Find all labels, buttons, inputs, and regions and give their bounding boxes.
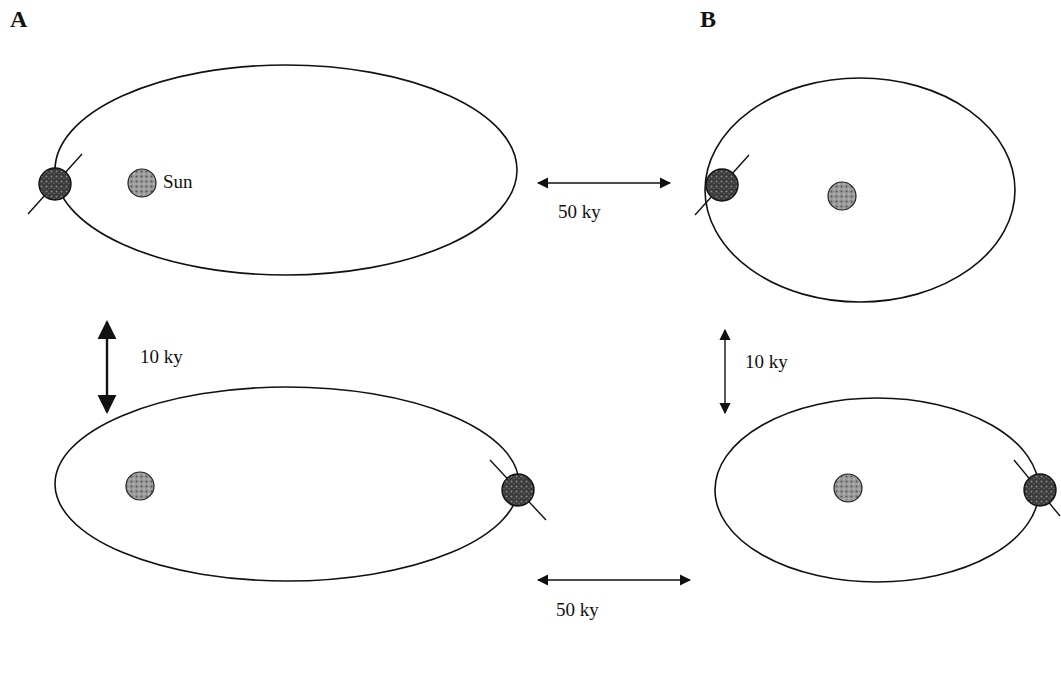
sun bbox=[126, 472, 154, 500]
double-arrow bbox=[538, 182, 670, 183]
sun bbox=[828, 182, 856, 210]
earth bbox=[502, 474, 534, 506]
orbit bbox=[55, 387, 519, 581]
earth bbox=[1024, 474, 1056, 506]
period-label: 50 ky bbox=[558, 202, 601, 223]
earth bbox=[706, 169, 738, 201]
earth-axis bbox=[28, 154, 82, 214]
panel-letter: B bbox=[700, 6, 716, 32]
orbit bbox=[55, 65, 517, 275]
orbit bbox=[705, 78, 1015, 302]
earth-axis bbox=[695, 155, 749, 215]
earth bbox=[39, 168, 71, 200]
period-label: 50 ky bbox=[556, 600, 599, 621]
panel-letter: A bbox=[10, 6, 27, 32]
double-arrow bbox=[724, 330, 725, 413]
sun-label: Sun bbox=[163, 172, 193, 193]
earth-axis bbox=[1014, 460, 1060, 516]
period-label: 10 ky bbox=[745, 352, 788, 373]
sun bbox=[834, 474, 862, 502]
sun bbox=[128, 169, 156, 197]
period-label: 10 ky bbox=[140, 347, 183, 368]
double-arrow bbox=[106, 322, 108, 412]
orbit bbox=[715, 398, 1039, 582]
double-arrow bbox=[538, 579, 690, 580]
earth-axis bbox=[490, 460, 546, 520]
